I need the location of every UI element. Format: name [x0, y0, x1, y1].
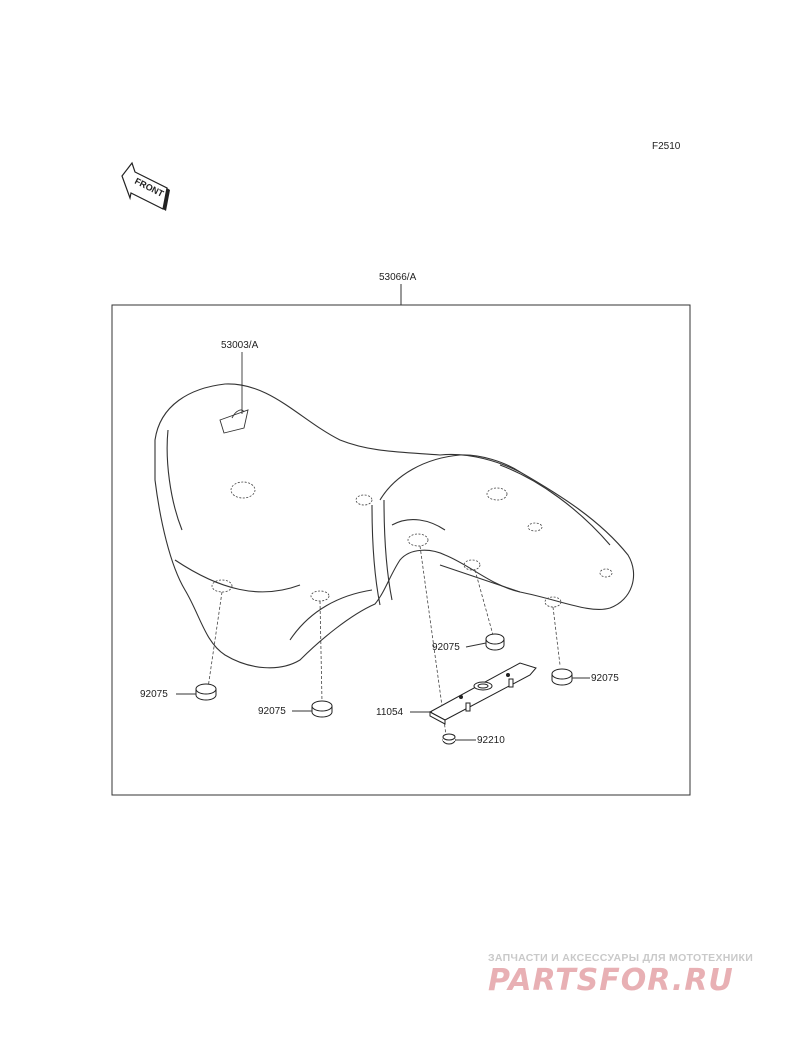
figure-code: F2510 [652, 141, 681, 152]
assembly-frame [111, 304, 691, 796]
seat-drawing [154, 383, 635, 669]
damper-center-icon [311, 700, 333, 718]
label-damper-center: 92075 [258, 706, 286, 717]
watermark-logo: PARTSFOR.RU [488, 963, 734, 998]
bracket-icon [428, 662, 537, 725]
label-nut: 92210 [477, 735, 505, 746]
mount-points [211, 481, 613, 608]
label-bracket: 11054 [376, 707, 404, 718]
guide-lines [207, 545, 561, 736]
damper-left-icon [195, 683, 217, 701]
damper-rear-left-icon [485, 633, 505, 651]
label-damper-rear-right: 92075 [591, 673, 619, 684]
watermark: ЗАПЧАСТИ И АКСЕССУАРЫ ДЛЯ МОТОТЕХНИКИ PA… [488, 952, 788, 996]
label-damper-left: 92075 [140, 689, 168, 700]
leaders [176, 352, 590, 741]
label-seat-cover: 53003/A [221, 340, 259, 351]
front-arrow-icon: FRONT [121, 161, 170, 211]
nut-icon [442, 733, 456, 745]
watermark-subtitle: ЗАПЧАСТИ И АКСЕССУАРЫ ДЛЯ МОТОТЕХНИКИ [488, 952, 754, 964]
damper-rear-right-icon [551, 668, 573, 686]
label-seat-assembly: 53066/A [379, 272, 417, 283]
label-damper-rear-left: 92075 [432, 642, 460, 653]
